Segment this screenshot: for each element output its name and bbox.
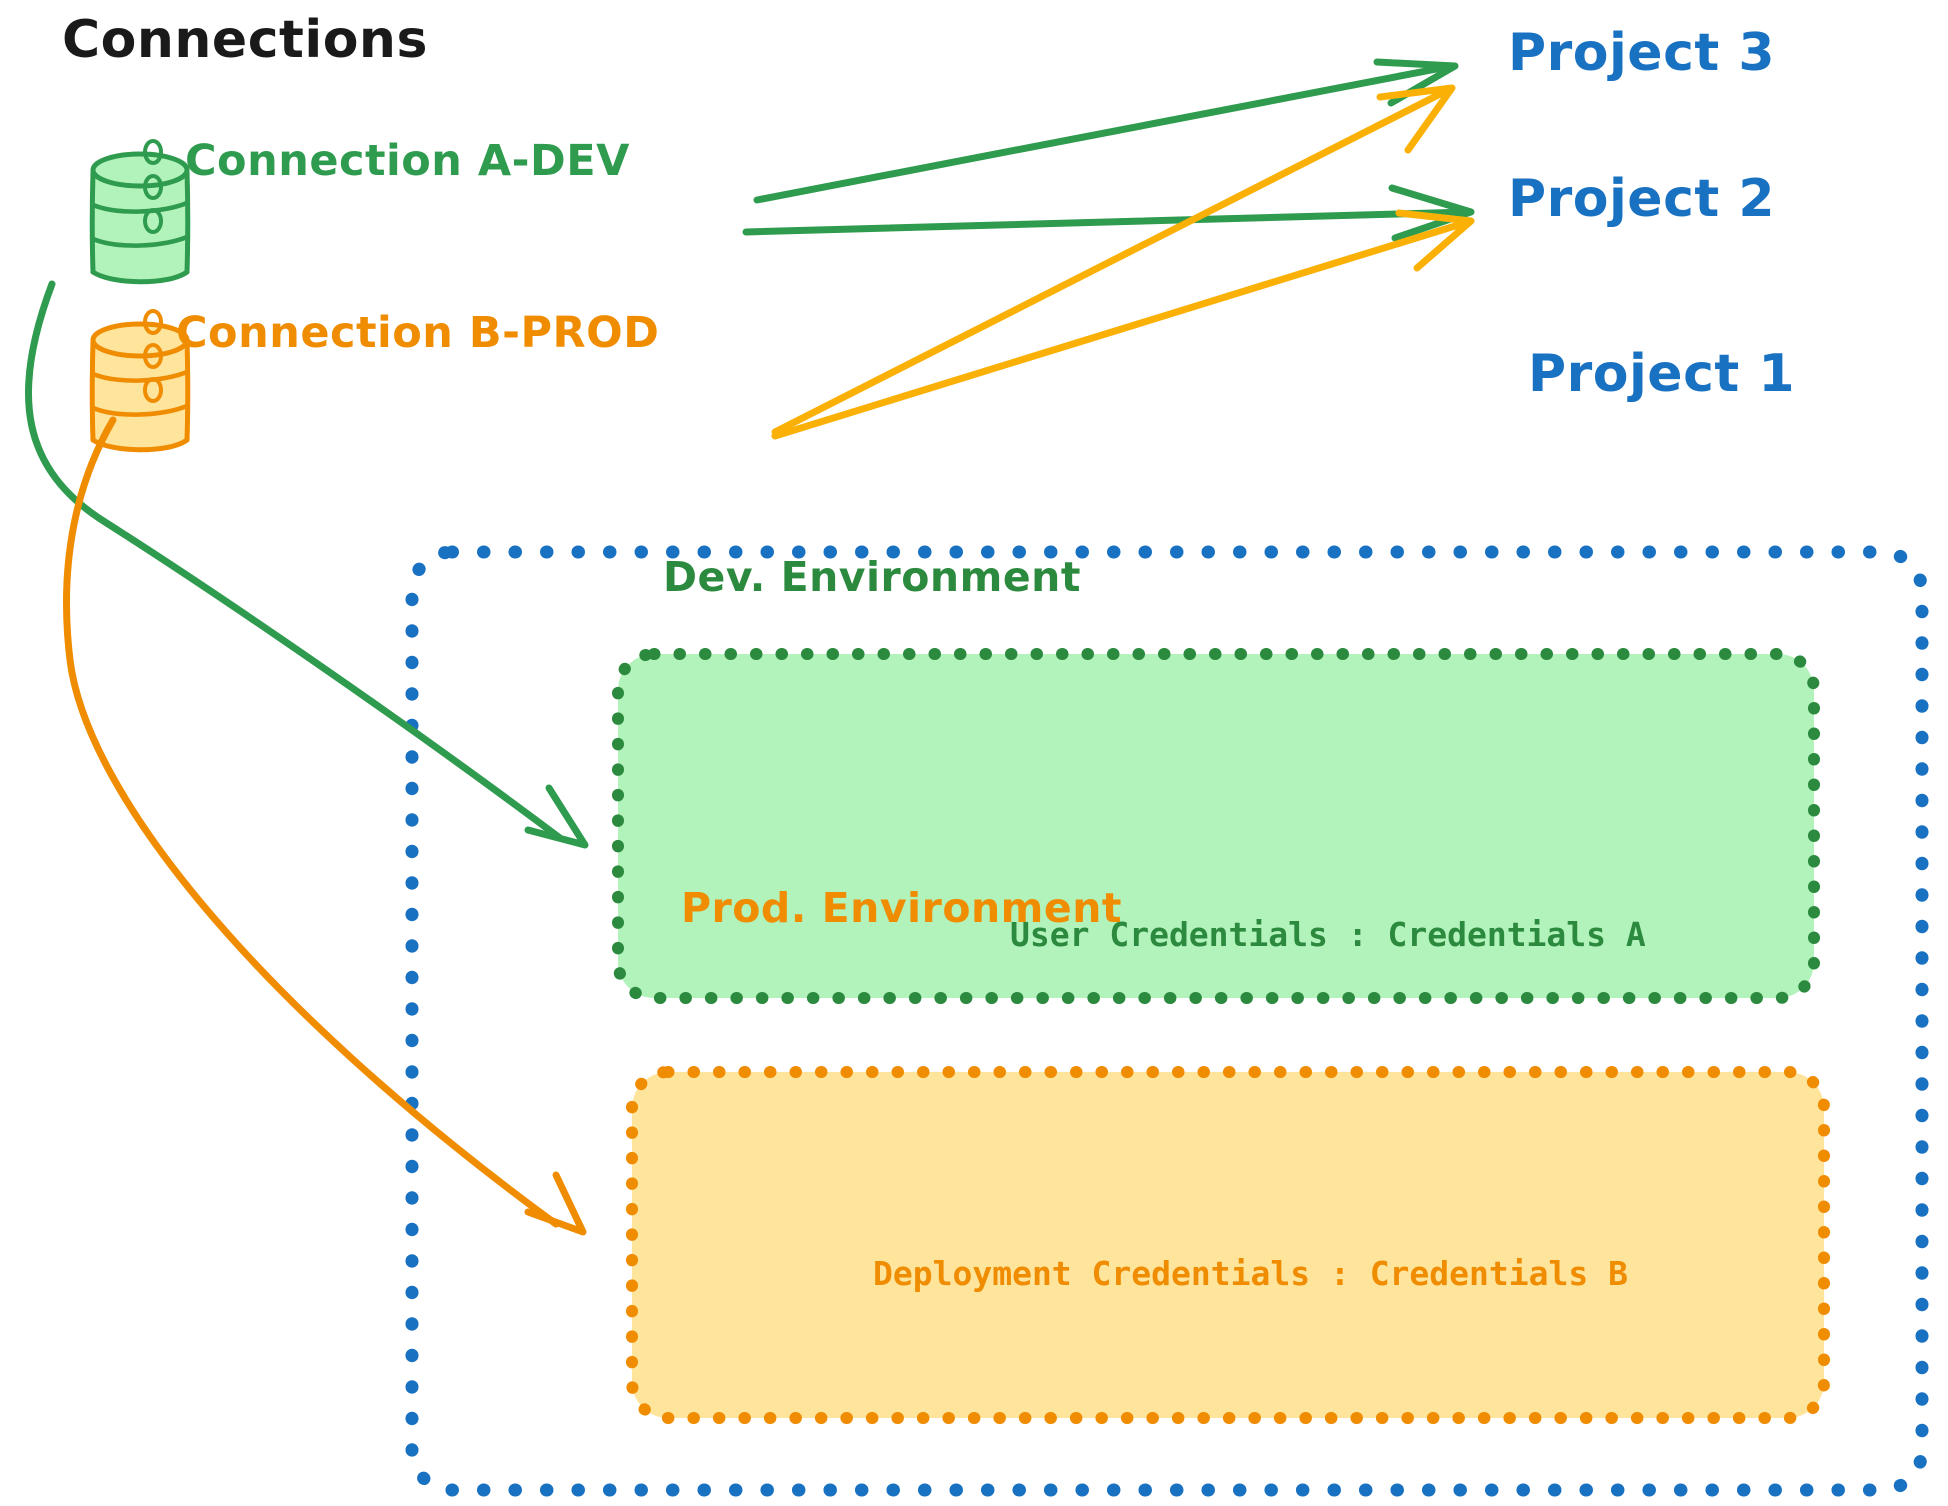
- edge-a-dev-to-dev-environment: [24, 280, 589, 849]
- project-label-project-2: Project 2: [1508, 169, 1776, 229]
- connection-label-b-prod: Connection B-PROD: [176, 308, 660, 358]
- dev-environment-box: [612, 648, 1820, 1004]
- dev-environment-credentials: User Credentials : Credentials A: [1010, 915, 1646, 954]
- database-cylinder-icon-b-prod: [89, 309, 191, 453]
- project-label-project-1: Project 1: [1528, 344, 1796, 404]
- dev-environment-title: Dev. Environment: [663, 553, 1081, 601]
- database-cylinder-icon-a-dev: [89, 139, 191, 285]
- project-1-container: [405, 545, 1929, 1497]
- project-label-project-3: Project 3: [1508, 23, 1776, 83]
- edge-b-prod-to-project-3: [771, 84, 1456, 436]
- edge-b-prod-to-prod-environment: [63, 416, 587, 1236]
- prod-environment-title: Prod. Environment: [681, 884, 1123, 932]
- prod-environment-box: [626, 1066, 1830, 1424]
- edge-a-dev-to-project-3: [753, 58, 1459, 204]
- edge-b-prod-to-project-2: [771, 209, 1475, 440]
- prod-environment-credentials: Deployment Credentials : Credentials B: [873, 1254, 1628, 1293]
- page-title: Connections: [62, 10, 428, 70]
- connection-label-a-dev: Connection A-DEV: [185, 136, 630, 186]
- edge-a-dev-to-project-2: [742, 184, 1475, 242]
